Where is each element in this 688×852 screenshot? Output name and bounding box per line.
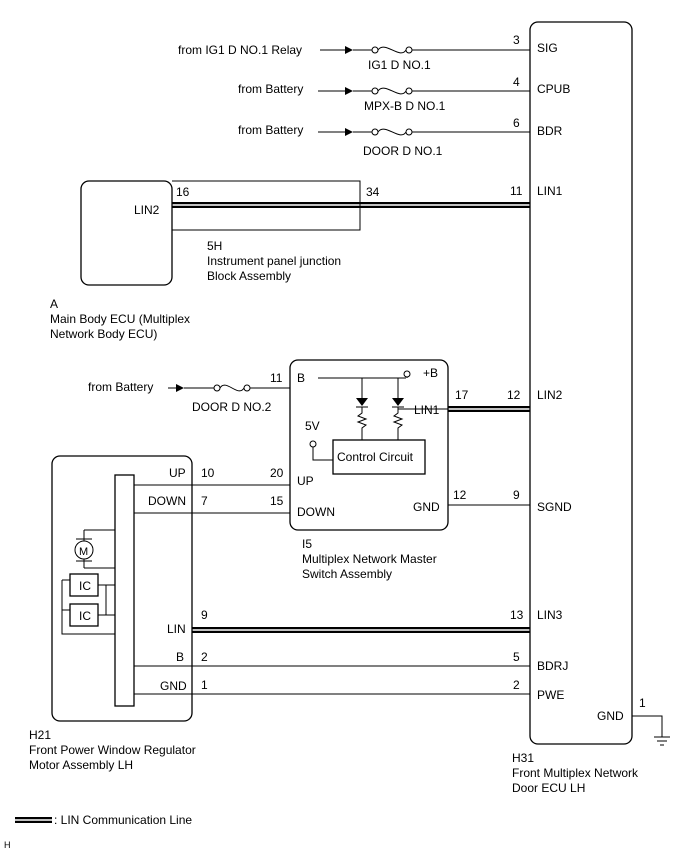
main-body-ecu-pin-num: 16 [176,185,190,199]
dash-segments [188,49,372,389]
door-ecu-num-lin3: 13 [510,608,524,622]
door-ecu-pin-cpub: CPUB [537,82,570,96]
mpx-fuse-label: MPX-B D NO.1 [364,99,446,113]
window-motor-num-up: 10 [201,466,215,480]
window-motor-ic-2: IC [79,609,91,623]
door-ecu-num-bdr: 6 [513,116,520,130]
window-motor-num-down: 7 [201,494,208,508]
main-body-ecu-box [80,180,173,286]
master-switch-internals [192,370,530,514]
window-motor-code: H21 [29,728,51,742]
master-switch-pin-up: UP [297,474,314,488]
main-body-ecu-name-1: Main Body ECU (Multiplex [50,312,190,326]
door-ecu-num-pwe: 2 [513,678,520,692]
door-ecu-pin-gnd: GND [597,709,624,723]
main-body-ecu-code: A [50,297,58,311]
master-switch-5v: 5V [305,419,320,433]
door-ecu-pin-lin1: LIN1 [537,184,563,198]
door-ecu-pin-sig: SIG [537,41,558,55]
door-ecu-num-sgnd: 9 [513,488,520,502]
motor-icon: M [79,546,88,558]
window-motor-bus-bar [114,474,135,707]
window-motor-name-2: Motor Assembly LH [29,758,133,772]
main-body-ecu-pin-lin2: LIN2 [134,203,160,217]
window-motor-pin-up: UP [169,466,186,480]
footer-mark: H [4,840,11,850]
junction-block-outline [172,180,361,231]
battery-source-label-3: from Battery [88,380,153,394]
ig1-fuse-label: IG1 D NO.1 [368,58,431,72]
junction-block-pin-num: 34 [366,185,380,199]
master-switch-num-down: 15 [270,494,284,508]
door-ecu-pin-lin2: LIN2 [537,388,563,402]
supply-lines [168,46,530,392]
door-ecu-num-cpub: 4 [513,75,520,89]
master-switch-pin-gnd: GND [413,500,440,514]
window-motor-pin-down: DOWN [148,494,186,508]
fuse-icon [213,46,413,392]
door-ecu-pin-bdrj: BDRJ [537,659,568,673]
control-circuit-label: Control Circuit [337,450,414,464]
window-motor-num-b: 2 [201,650,208,664]
window-motor-num-lin: 9 [201,608,208,622]
door-ecu-pin-bdr: BDR [537,124,563,138]
window-motor-internals [61,484,530,695]
junction-block-name-1: Instrument panel junction [207,254,341,268]
master-switch-code: I5 [302,537,312,551]
window-motor-num-gnd: 1 [201,678,208,692]
door-ecu-num-lin2: 12 [507,388,521,402]
ig1-source-label: from IG1 D NO.1 Relay [178,43,302,57]
door-ecu-num-sig: 3 [513,33,520,47]
door-ecu-num-lin1: 11 [510,184,523,198]
door-ecu-num-bdrj: 5 [513,650,520,664]
door-ecu-code: H31 [512,751,534,765]
window-motor-pin-lin: LIN [167,622,186,636]
master-switch-num-gnd: 12 [453,488,467,502]
door-fuse-2-label: DOOR D NO.2 [192,400,272,414]
door-ecu-pin-lin3: LIN3 [537,608,563,622]
master-switch-pin-lin1: LIN1 [414,403,440,417]
window-motor-pin-gnd: GND [160,679,187,693]
door-fuse-label: DOOR D NO.1 [363,144,443,158]
master-switch-pin-b: B [297,371,305,385]
master-switch-plus-b: +B [423,366,438,380]
door-ecu-pin-pwe: PWE [537,688,564,702]
door-ecu-name-1: Front Multiplex Network [512,766,639,780]
ground-icon [632,715,670,746]
battery-source-label-1: from Battery [238,82,303,96]
battery-source-label-2: from Battery [238,123,303,137]
master-switch-name-1: Multiplex Network Master [302,552,437,566]
master-switch-num-up: 20 [270,466,284,480]
legend-lin-label: : LIN Communication Line [54,813,192,827]
window-motor-pin-b: B [176,650,184,664]
window-motor-ic-1: IC [79,579,91,593]
master-switch-name-2: Switch Assembly [302,567,392,581]
junction-block-name-2: Block Assembly [207,269,291,283]
door-ecu-name-2: Door ECU LH [512,781,585,795]
junction-block-code: 5H [207,239,222,253]
door-ecu-box [529,21,633,745]
master-switch-num-b: 11 [270,371,283,385]
door-ecu-pin-sgnd: SGND [537,500,572,514]
master-switch-num-lin1: 17 [455,388,469,402]
master-switch-pin-down: DOWN [297,505,335,519]
door-ecu-num-gnd: 1 [639,696,646,710]
main-body-ecu-name-2: Network Body ECU) [50,327,157,341]
window-motor-name-1: Front Power Window Regulator [29,743,196,757]
